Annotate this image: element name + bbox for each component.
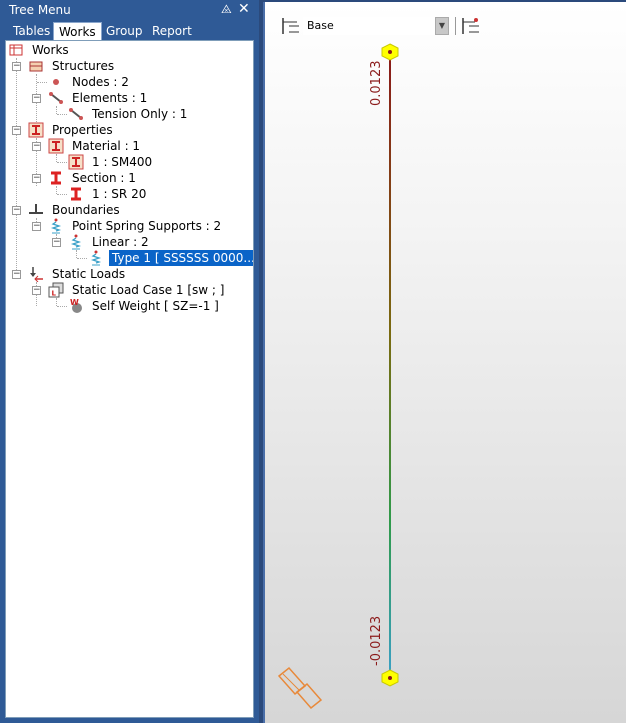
collapse-toggle[interactable]: − <box>32 221 41 231</box>
tree-line <box>37 82 47 83</box>
tree-label: Structures <box>52 59 115 73</box>
spring-support-icon <box>50 218 62 234</box>
structures-icon <box>29 61 43 72</box>
tree-label: Linear : 2 <box>92 235 149 249</box>
collapse-toggle[interactable]: − <box>12 205 21 215</box>
tab-works[interactable]: Works <box>53 22 102 40</box>
static-loads-icon <box>30 267 43 282</box>
tree-line <box>57 162 67 163</box>
tree-label: Self Weight [ SZ=-1 ] <box>92 299 219 313</box>
tree-label: Static Load Case 1 [sw ; ] <box>72 283 225 297</box>
tree-line <box>56 186 57 194</box>
tab-bar: Tables Works Group Report <box>8 22 259 40</box>
tree-label: Boundaries <box>52 203 120 217</box>
tree-label: 1 : SM400 <box>92 155 153 169</box>
panel-titlebar: Tree Menu ⨻ ✕ <box>0 0 259 20</box>
tree-line <box>56 154 57 162</box>
properties-icon <box>28 122 44 138</box>
linear-spring-icon <box>70 234 82 250</box>
collapse-toggle[interactable]: − <box>32 141 41 151</box>
tension-only-icon <box>69 108 83 120</box>
tree-line <box>56 106 57 114</box>
tree-label: Material : 1 <box>72 139 141 153</box>
collapse-toggle[interactable]: − <box>32 93 41 103</box>
tree-line <box>56 298 57 306</box>
tree-item-type1[interactable]: Type 1 [ SSSSSS 0000... <box>88 249 253 267</box>
self-weight-icon: W <box>70 298 82 313</box>
base-select[interactable]: Base <box>303 17 449 35</box>
model-view[interactable]: Base ▼ 0.0123 -0.0123 <box>263 2 626 723</box>
tree-line <box>16 58 17 274</box>
node-bottom-dot <box>388 676 392 680</box>
tree-line <box>57 114 67 115</box>
value-label-top: 0.0123 <box>369 60 384 107</box>
elements-icon <box>49 92 63 104</box>
tree-label-selected: Type 1 [ SSSSSS 0000... <box>108 249 253 267</box>
panel-title: Tree Menu <box>9 3 71 17</box>
tree-line <box>57 306 67 307</box>
tree-label: Works <box>32 43 69 57</box>
tree-label: Point Spring Supports : 2 <box>72 219 222 233</box>
model-canvas <box>381 43 399 687</box>
collapse-toggle[interactable]: − <box>32 285 41 295</box>
tree-line <box>36 138 37 186</box>
tree-view: Works − Structures Nodes : 2 − Elements … <box>5 40 254 718</box>
base-plane-icon[interactable] <box>281 16 301 36</box>
svg-text:W: W <box>70 298 79 307</box>
tab-tables[interactable]: Tables <box>13 24 51 38</box>
tree-label: Properties <box>52 123 113 137</box>
tree-label: Static Loads <box>52 267 126 281</box>
section-item-icon <box>71 187 81 201</box>
collapse-toggle[interactable]: − <box>12 61 21 71</box>
toolbar-divider <box>455 17 456 35</box>
pin-icon[interactable]: ⨻ <box>221 2 232 16</box>
story-view-icon[interactable] <box>461 16 481 36</box>
material-icon <box>48 138 64 154</box>
tree-label: Nodes : 2 <box>72 75 129 89</box>
tree-line <box>76 250 77 258</box>
tree-label: Tension Only : 1 <box>92 107 188 121</box>
collapse-toggle[interactable]: − <box>32 173 41 183</box>
collapse-toggle[interactable]: − <box>12 125 21 135</box>
member-line <box>389 52 391 678</box>
section-icon <box>51 171 61 185</box>
view-toolbar: Base ▼ <box>265 2 626 44</box>
boundaries-icon <box>29 204 43 214</box>
spring-type-icon <box>90 250 102 266</box>
works-icon <box>9 44 23 56</box>
tree-menu-panel: Tree Menu ⨻ ✕ Tables Works Group Report … <box>0 0 259 723</box>
axis-orientation-icon <box>277 666 323 710</box>
nodes-icon <box>53 79 59 85</box>
svg-text:L: L <box>52 290 57 298</box>
load-case-icon: L <box>48 282 64 298</box>
collapse-toggle[interactable]: − <box>12 269 21 279</box>
tab-group[interactable]: Group <box>106 24 143 38</box>
tree-label: Elements : 1 <box>72 91 148 105</box>
material-item-icon <box>68 154 84 170</box>
close-icon[interactable]: ✕ <box>238 1 250 17</box>
tree-label: 1 : SR 20 <box>92 187 147 201</box>
value-label-bottom: -0.0123 <box>369 615 384 666</box>
tree-line <box>77 258 87 259</box>
chevron-down-icon[interactable]: ▼ <box>435 17 449 35</box>
node-top-dot <box>388 50 392 54</box>
tree-label: Section : 1 <box>72 171 136 185</box>
tree-line <box>57 194 67 195</box>
tab-report[interactable]: Report <box>152 24 192 38</box>
collapse-toggle[interactable]: − <box>52 237 61 247</box>
